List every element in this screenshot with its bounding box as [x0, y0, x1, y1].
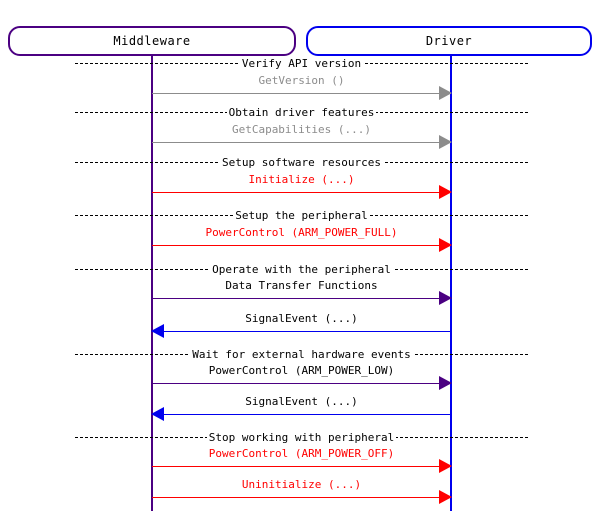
arrowhead-right-icon: [439, 459, 452, 473]
arrowhead-right-icon: [439, 135, 452, 149]
message-powercontrol-low[interactable]: PowerControl (ARM_POWER_LOW): [152, 363, 452, 393]
arrowhead-left-icon: [151, 407, 164, 421]
message-shaft: [152, 466, 451, 467]
section-divider: Setup the peripheral: [75, 209, 528, 223]
message-signalevent-2[interactable]: SignalEvent (...): [151, 394, 451, 424]
divider-caption: Stop working with peripheral: [206, 431, 397, 444]
message-label: SignalEvent (...): [245, 312, 358, 325]
arrowhead-right-icon: [439, 490, 452, 504]
section-divider: Obtain driver features: [75, 106, 528, 120]
participant-driver[interactable]: Driver: [306, 26, 592, 56]
arrowhead-right-icon: [439, 185, 452, 199]
message-shaft: [152, 245, 451, 246]
message-shaft: [152, 497, 451, 498]
divider-caption: Operate with the peripheral: [210, 263, 393, 276]
arrowhead-right-icon: [439, 291, 452, 305]
divider-caption: Obtain driver features: [226, 106, 377, 119]
participant-middleware-label: Middleware: [113, 34, 191, 48]
message-uninitialize[interactable]: Uninitialize (...): [152, 477, 452, 507]
message-powercontrol-off[interactable]: PowerControl (ARM_POWER_OFF): [152, 446, 452, 476]
arrowhead-right-icon: [439, 376, 452, 390]
arrowhead-right-icon: [439, 238, 452, 252]
lifeline-middleware: [151, 56, 153, 511]
message-shaft: [152, 142, 451, 143]
divider-caption: Verify API version: [239, 57, 364, 70]
message-shaft: [152, 93, 451, 94]
message-label: GetCapabilities (...): [231, 123, 372, 136]
message-shaft: [152, 192, 451, 193]
message-label: PowerControl (ARM_POWER_FULL): [205, 226, 398, 239]
message-label: Data Transfer Functions: [225, 279, 378, 292]
section-divider: Operate with the peripheral: [75, 263, 528, 277]
message-shaft: [152, 383, 451, 384]
participant-middleware[interactable]: Middleware: [8, 26, 296, 56]
participant-driver-label: Driver: [425, 34, 473, 48]
message-initialize[interactable]: Initialize (...): [152, 172, 452, 202]
section-divider: Setup software resources: [75, 156, 528, 170]
section-divider: Wait for external hardware events: [75, 348, 528, 362]
section-divider: Verify API version: [75, 57, 528, 71]
arrowhead-right-icon: [439, 86, 452, 100]
message-label: PowerControl (ARM_POWER_LOW): [208, 364, 395, 377]
lifeline-driver: [450, 56, 452, 511]
message-label: SignalEvent (...): [245, 395, 358, 408]
message-signalevent-1[interactable]: SignalEvent (...): [151, 311, 451, 341]
message-label: PowerControl (ARM_POWER_OFF): [208, 447, 395, 460]
divider-caption: Setup the peripheral: [233, 209, 370, 222]
section-divider: Stop working with peripheral: [75, 431, 528, 445]
message-shaft: [152, 414, 451, 415]
message-getversion[interactable]: GetVersion (): [152, 73, 452, 103]
arrowhead-left-icon: [151, 324, 164, 338]
divider-caption: Wait for external hardware events: [190, 348, 413, 361]
message-label: Initialize (...): [248, 173, 355, 186]
message-getcapabilities[interactable]: GetCapabilities (...): [152, 122, 452, 152]
message-label: GetVersion (): [258, 74, 345, 87]
message-label: Uninitialize (...): [241, 478, 362, 491]
divider-caption: Setup software resources: [220, 156, 383, 169]
message-data-transfer-functions[interactable]: Data Transfer Functions: [152, 278, 452, 308]
message-powercontrol-full[interactable]: PowerControl (ARM_POWER_FULL): [152, 225, 452, 255]
message-shaft: [152, 331, 451, 332]
message-shaft: [152, 298, 451, 299]
